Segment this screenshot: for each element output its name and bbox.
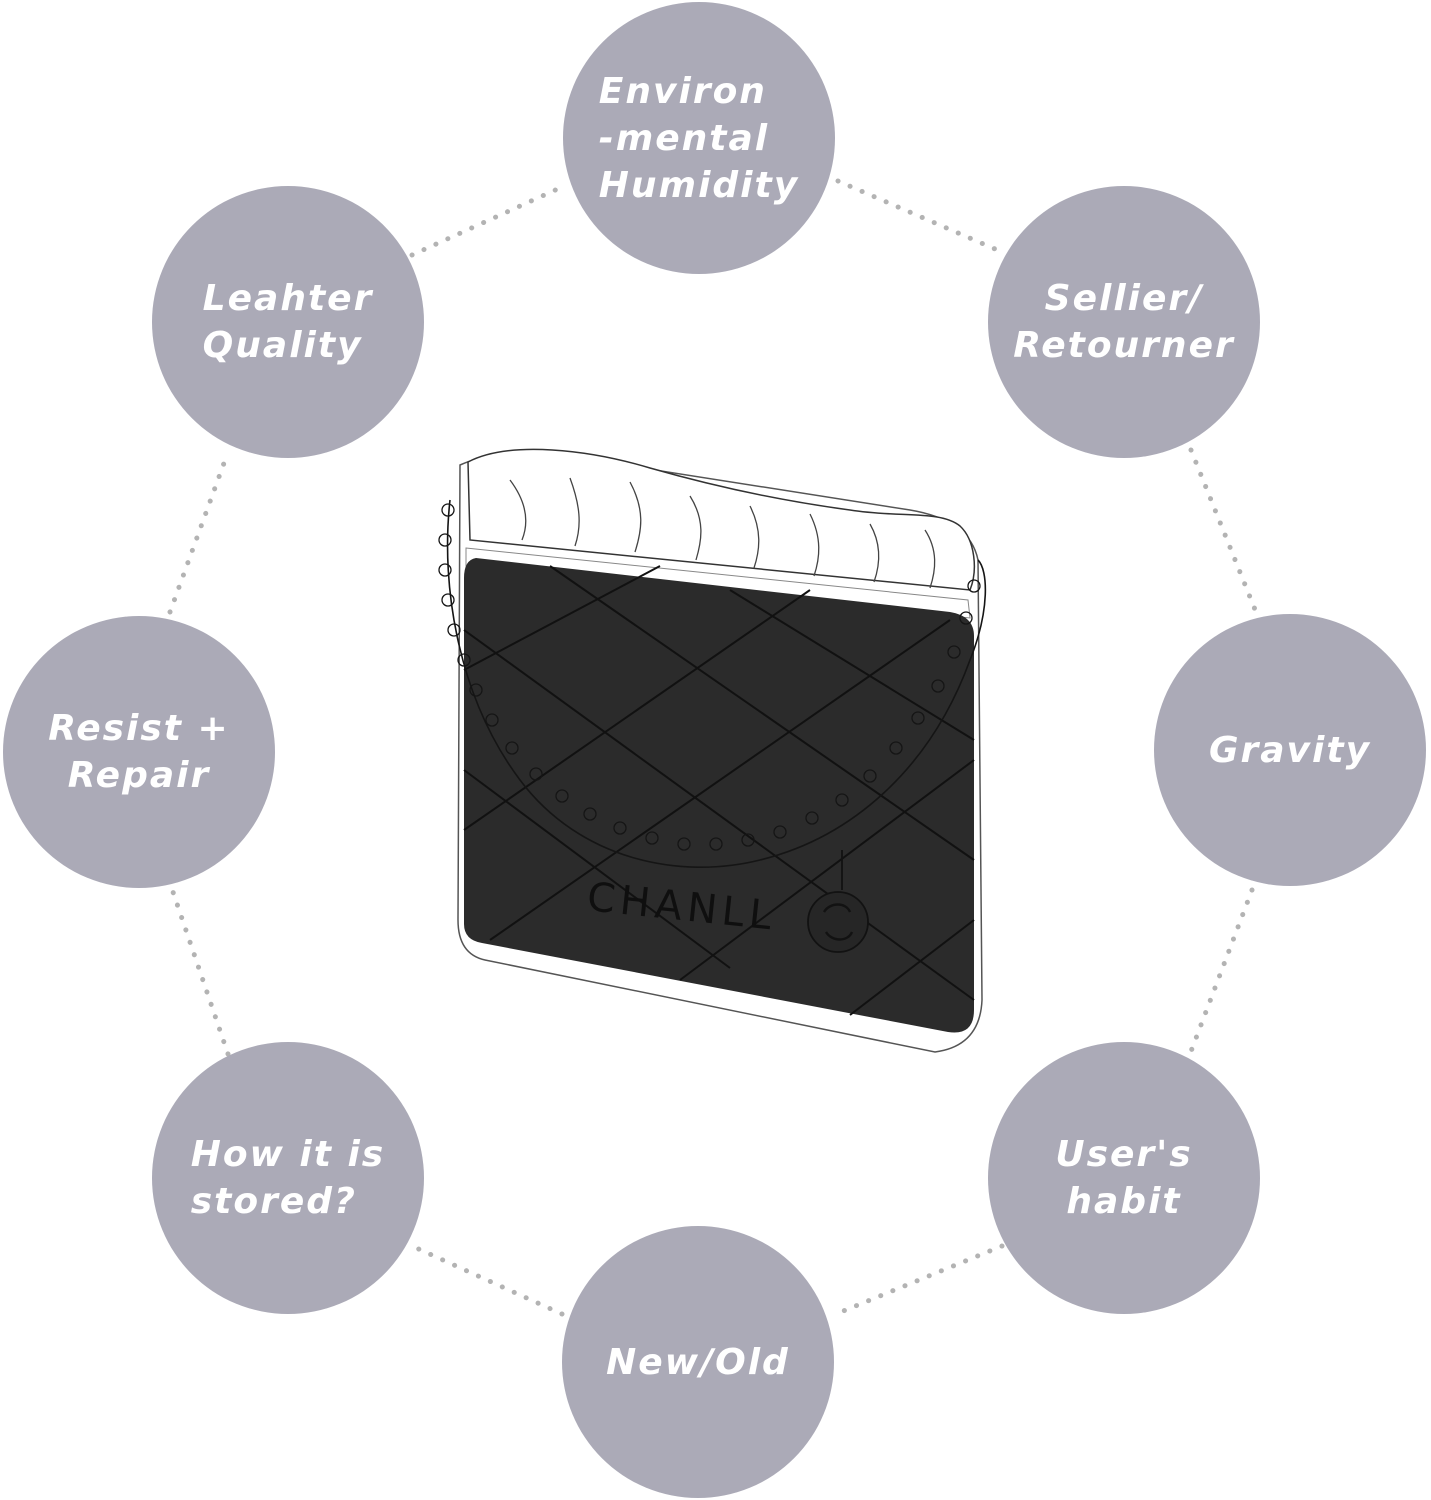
pendant: [807, 850, 869, 953]
connector-gravity-habit: [1187, 887, 1255, 1057]
node-environmental-humidity: Environ -mental Humidity: [563, 2, 835, 274]
bag-shaper-illustration: CHANLL: [438, 448, 987, 1053]
node-leather-quality: Leahter Quality: [152, 186, 424, 458]
connector-resist-leather: [167, 449, 231, 615]
chain-links: [438, 503, 981, 851]
connector-newold-stored: [409, 1243, 565, 1317]
node-label: Leahter Quality: [202, 278, 374, 366]
chain-strap: [446, 499, 987, 869]
node-how-it-is-stored: How it is stored?: [152, 1042, 424, 1314]
liner-folds: [509, 477, 936, 589]
node-label: Gravity: [1208, 729, 1372, 771]
connector-sellier-gravity: [1188, 447, 1259, 615]
connector-habit-newold: [833, 1243, 1005, 1317]
node-label: Resist + Repair: [48, 708, 230, 796]
node-users-habit: User's habit: [988, 1042, 1260, 1314]
connector-leather-humidity: [409, 184, 565, 258]
liner-top: [467, 448, 976, 591]
node-label: Sellier/ Retourner: [1013, 278, 1235, 366]
node-label: How it is stored?: [190, 1134, 386, 1222]
node-resist-repair: Resist + Repair: [3, 616, 275, 888]
connector-stored-resist: [170, 889, 231, 1057]
node-label: User's habit: [1055, 1134, 1193, 1222]
node-label: Environ -mental Humidity: [598, 70, 800, 206]
node-sellier-retourner: Sellier/ Retourner: [988, 186, 1260, 458]
connector-humidity-sellier: [835, 178, 1005, 255]
node-gravity: Gravity: [1154, 614, 1426, 886]
node-new-old: New/Old: [562, 1226, 834, 1498]
quilting-lines: [463, 565, 975, 1016]
node-label: New/Old: [606, 1341, 790, 1383]
